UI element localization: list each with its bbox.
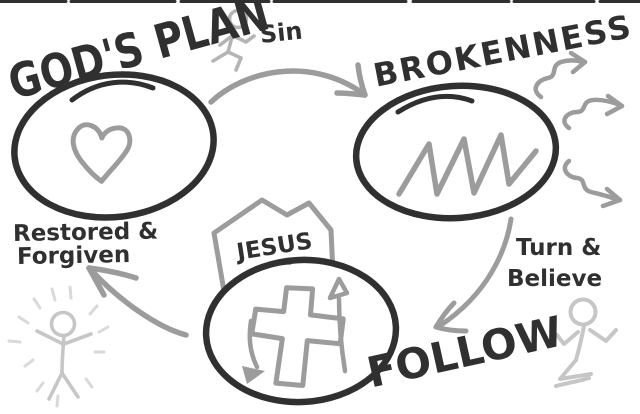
rise-up-arrow — [327, 276, 350, 374]
crown-icon — [211, 197, 337, 300]
follow-circle — [202, 256, 400, 406]
kneeling-person-icon — [554, 297, 618, 388]
escape-arrow-top — [533, 50, 588, 100]
sin-label: Sin — [258, 16, 304, 49]
heart-icon — [70, 122, 133, 184]
surrender-down-arrow — [242, 318, 265, 384]
escape-arrow-middle — [562, 93, 625, 131]
restored-forgiven-label-line2: Forgiven — [16, 242, 131, 270]
turn-believe-arrow — [433, 216, 514, 334]
broken-scribble-icon — [396, 132, 539, 197]
running-person-icon — [211, 8, 256, 72]
glory-rays-icon — [7, 285, 110, 408]
turn-believe-label-line1: Turn & — [516, 235, 602, 261]
celebrating-person-icon — [35, 310, 93, 401]
cross-icon — [249, 285, 346, 388]
turn-believe-label-line2: Believe — [507, 266, 603, 292]
gods-plan-circle — [11, 71, 217, 221]
sin-arrow — [208, 62, 368, 105]
escape-arrow-bottom — [562, 158, 623, 209]
restored-forgiven-arrow — [86, 265, 189, 338]
